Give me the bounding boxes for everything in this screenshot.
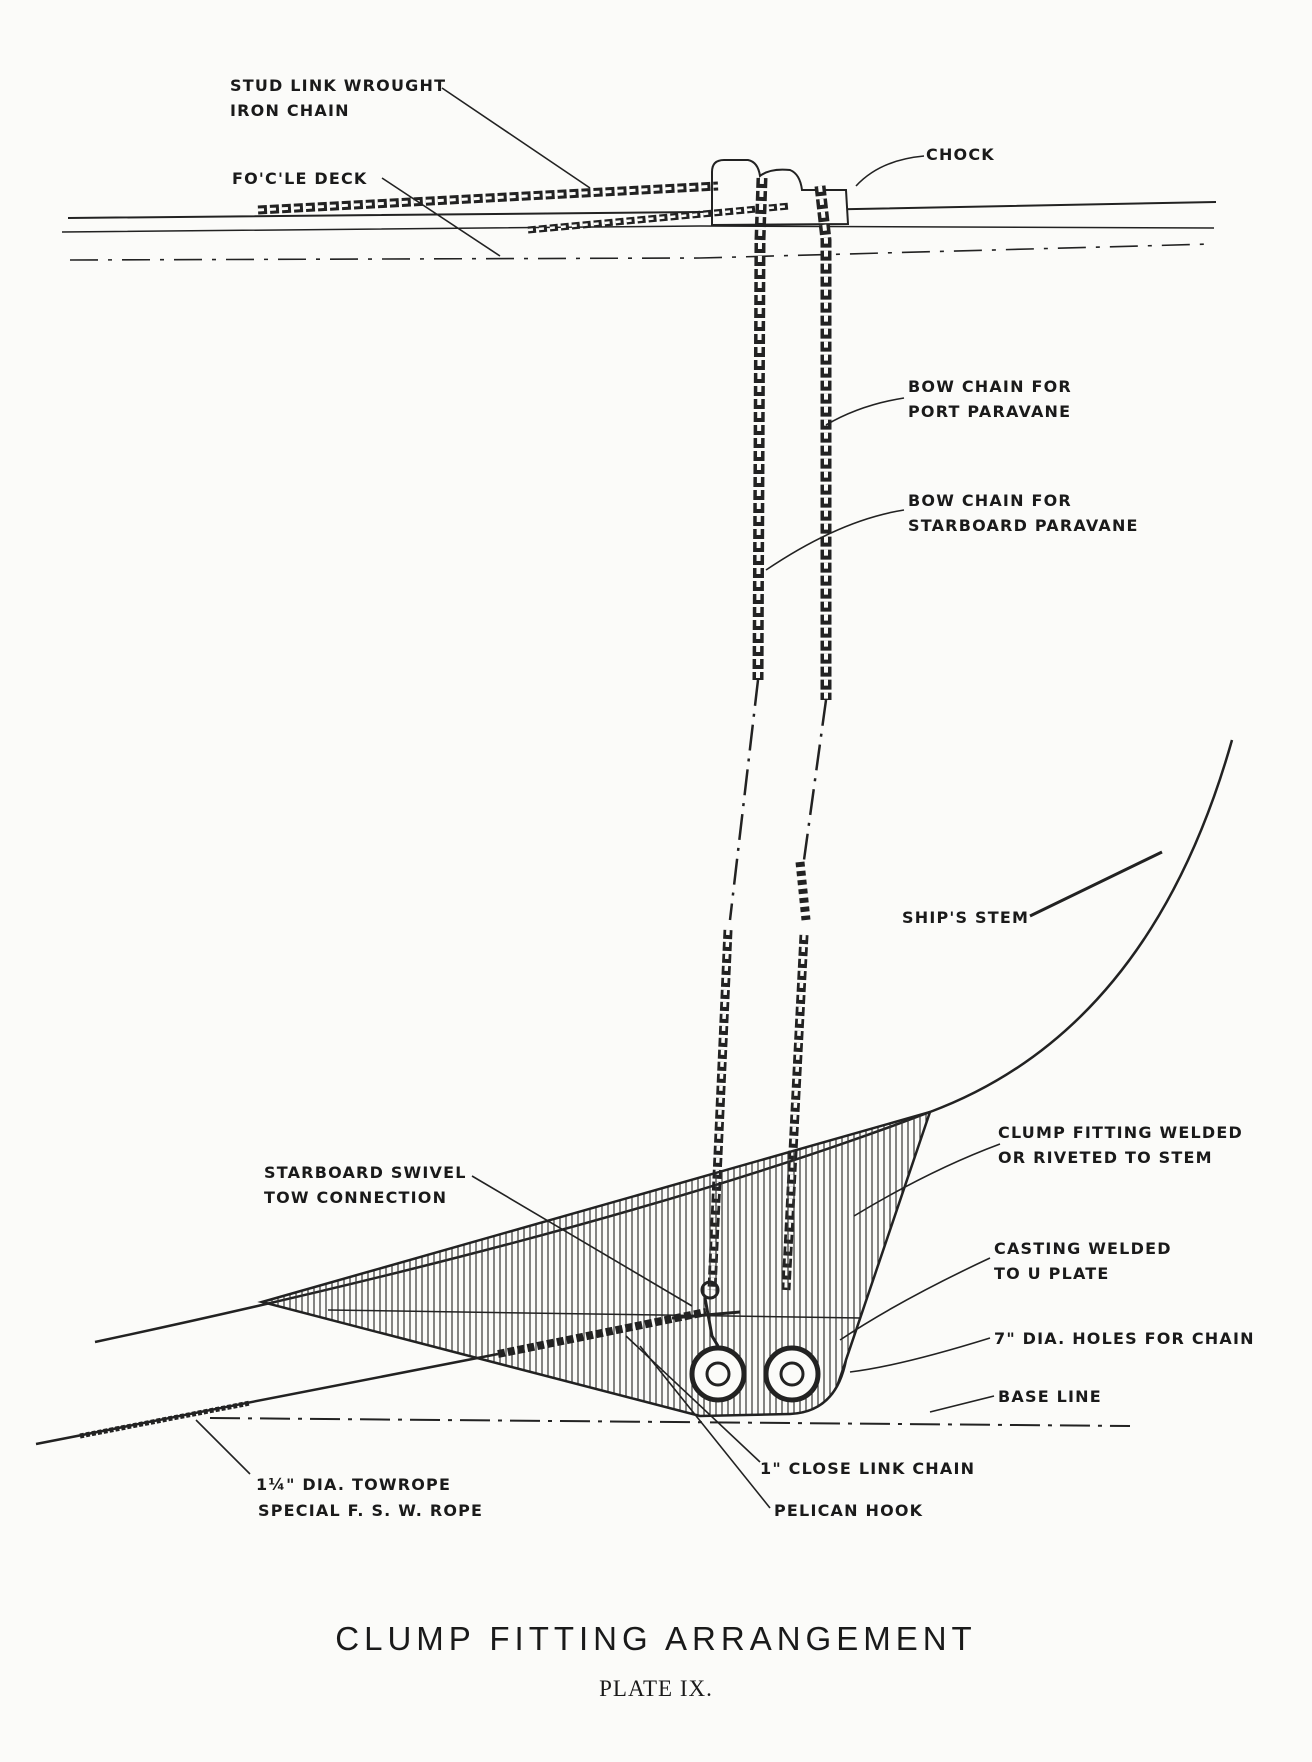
focle-deck-label: FO'C'LE DECK — [232, 169, 368, 188]
clump-fitting-plate — [257, 1110, 932, 1418]
stud-link-chain-label-line2: IRON CHAIN — [230, 101, 350, 120]
deck-lines — [61, 201, 1217, 261]
chock — [711, 159, 850, 227]
bow-chain-starboard-label-line1: BOW CHAIN FOR — [908, 491, 1072, 510]
casting-label-line2: TO U PLATE — [994, 1264, 1110, 1283]
drawing-title: CLUMP FITTING ARRANGEMENT — [335, 1620, 977, 1657]
clump-fitting-label-line2: OR RIVETED TO STEM — [998, 1148, 1213, 1167]
bow-chain-starboard-label-line2: STARBOARD PARAVANE — [908, 516, 1139, 535]
towrope — [35, 1352, 499, 1446]
clump-fitting-label-line1: CLUMP FITTING WELDED — [998, 1123, 1243, 1142]
starboard-swivel-label-line1: STARBOARD SWIVEL — [264, 1163, 467, 1182]
base-line — [209, 1417, 1131, 1427]
stud-link-chain-label-line1: STUD LINK WROUGHT — [230, 76, 446, 95]
pelican-hook-label: PELICAN HOOK — [774, 1501, 923, 1520]
chock-label: CHOCK — [926, 145, 995, 164]
holes-label: 7" DIA. HOLES FOR CHAIN — [994, 1329, 1255, 1348]
bow-chain-port-label-line2: PORT PARAVANE — [908, 402, 1071, 421]
bow-chain-port-label-line1: BOW CHAIN FOR — [908, 377, 1072, 396]
labels: STUD LINK WROUGHT IRON CHAIN FO'C'LE DEC… — [230, 76, 1255, 1520]
close-link-chain-label: 1" CLOSE LINK CHAIN — [760, 1459, 975, 1478]
plate-number: PLATE IX. — [599, 1676, 713, 1701]
close-link-chain — [497, 1308, 707, 1358]
casting-label-line1: CASTING WELDED — [994, 1239, 1172, 1258]
base-line-label: BASE LINE — [998, 1387, 1102, 1406]
ships-stem-label: SHIP'S STEM — [902, 908, 1029, 927]
starboard-swivel-label-line2: TOW CONNECTION — [264, 1188, 447, 1207]
bow-chain-starboard — [707, 177, 768, 1291]
bow-chain-port — [781, 185, 832, 1291]
chain-holes — [689, 1345, 821, 1403]
towrope-label-line1: 1¼" DIA. TOWROPE — [256, 1475, 451, 1494]
leader-lines — [195, 87, 1163, 1509]
stud-link-chain — [257, 181, 791, 234]
towrope-label-line2: SPECIAL F. S. W. ROPE — [258, 1501, 483, 1520]
